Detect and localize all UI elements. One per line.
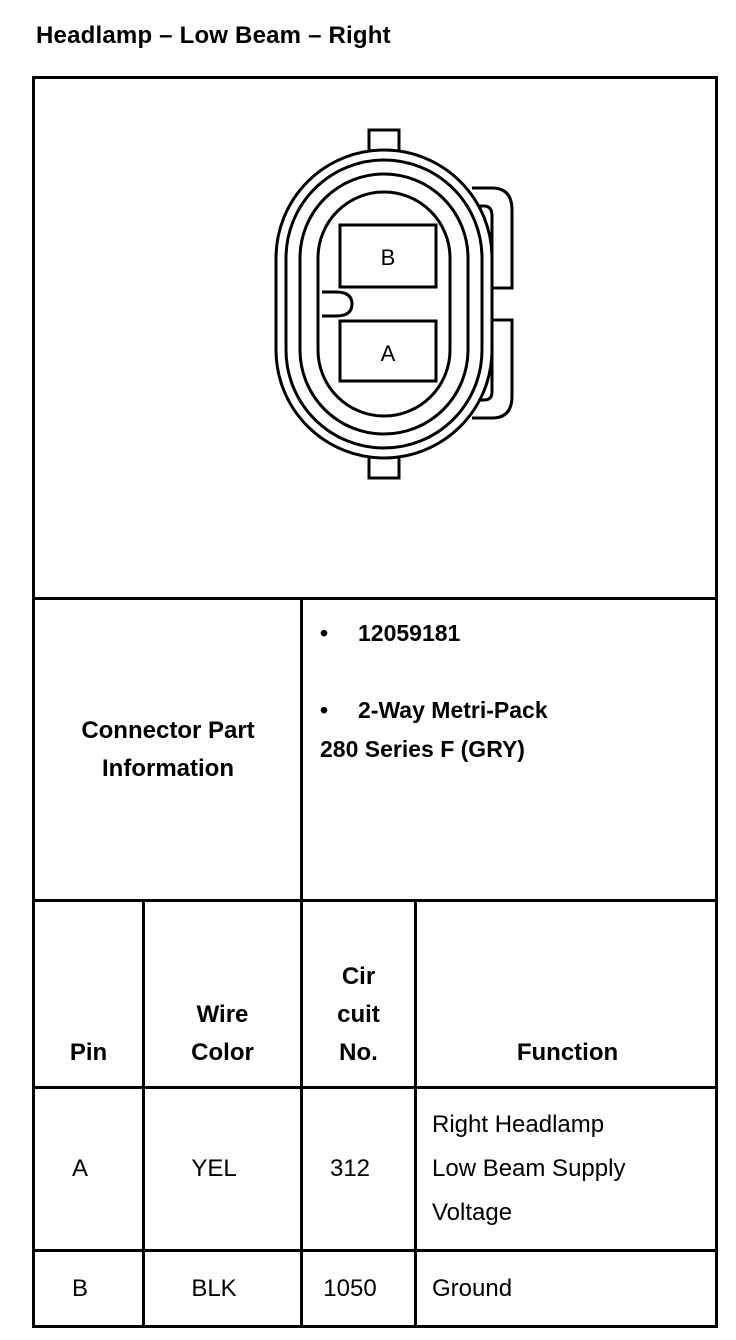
header-function-text: Function <box>516 1039 619 1066</box>
row-b-function: Ground <box>432 1275 513 1302</box>
pin-label-b: B <box>381 245 396 270</box>
row-b-pin: B <box>71 1275 88 1302</box>
divider-col-1 <box>142 899 145 1328</box>
header-pin-text: Pin <box>69 1039 108 1066</box>
header-wire-line-2: Color <box>191 1039 254 1066</box>
row-b-wire-color: BLK <box>191 1275 237 1302</box>
divider-col-3 <box>414 899 417 1328</box>
part-number: 12059181 <box>358 620 461 646</box>
connector-part-info-label: Connector Part Information <box>35 712 301 788</box>
pin-label-a: A <box>381 341 396 366</box>
header-wire-line-1: Wire <box>196 1001 249 1028</box>
divider-info-col <box>300 597 303 902</box>
header-pin: Pin <box>35 1034 142 1072</box>
header-circuit-line-3: No. <box>339 1039 378 1066</box>
header-wire-color: Wire Color <box>145 996 300 1072</box>
info-label-line-2: Information <box>102 755 234 782</box>
bullet-2: • <box>320 697 329 723</box>
connector-face-diagram: B A <box>274 128 514 480</box>
row-a-wire-color: YEL <box>191 1155 237 1182</box>
row-a-function-line-3: Voltage <box>432 1199 513 1226</box>
divider-row <box>32 1249 718 1252</box>
row-b-circuit: 1050 <box>323 1275 377 1302</box>
row-a-function: Right Headlamp Low Beam Supply Voltage <box>432 1103 712 1235</box>
header-circuit-line-1: Cir <box>341 963 376 990</box>
header-circuit-no: Cir cuit No. <box>303 958 414 1072</box>
page-title: Headlamp – Low Beam – Right <box>36 22 391 49</box>
divider-diagram <box>32 597 718 600</box>
divider-header <box>32 1086 718 1089</box>
header-circuit-line-2: cuit <box>337 1001 380 1028</box>
row-a-function-line-2: Low Beam Supply <box>432 1155 626 1182</box>
divider-info <box>32 899 718 902</box>
connector-description-line-1: 2-Way Metri-Pack <box>358 697 548 723</box>
row-a-pin: A <box>71 1155 88 1182</box>
header-function: Function <box>417 1034 718 1072</box>
row-a-circuit: 312 <box>329 1155 371 1182</box>
divider-col-2 <box>300 899 303 1328</box>
connector-table-frame <box>32 76 718 1328</box>
connector-description-line-2: 280 Series F (GRY) <box>320 736 525 762</box>
row-a-function-line-1: Right Headlamp <box>432 1111 605 1138</box>
bullet-1: • <box>320 620 329 646</box>
info-label-line-1: Connector Part <box>81 717 255 744</box>
